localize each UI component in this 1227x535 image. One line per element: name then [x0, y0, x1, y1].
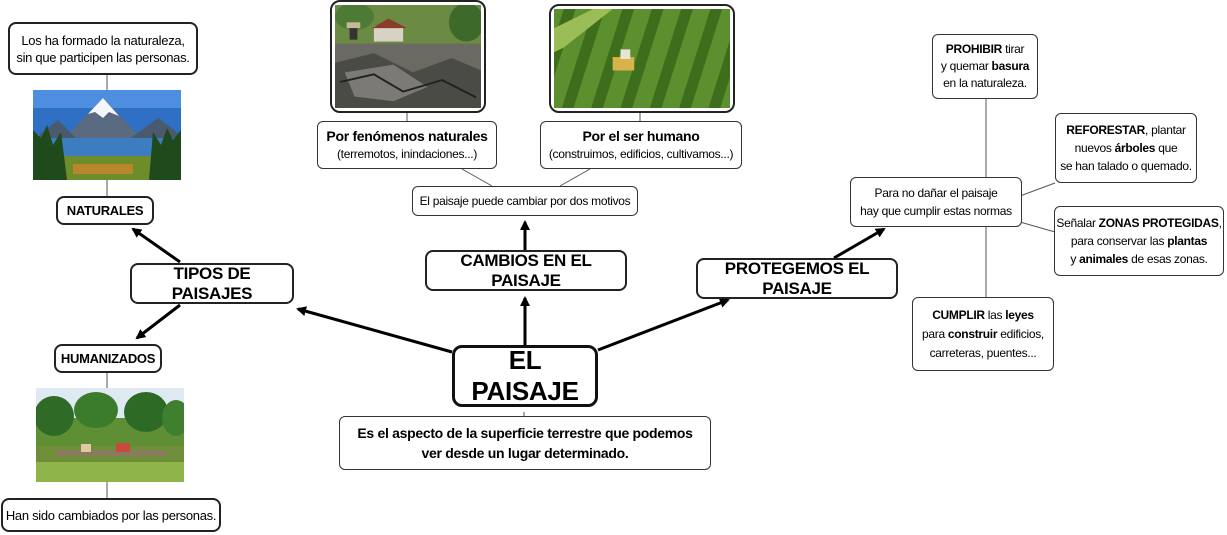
humanizados-label: HUMANIZADOS [54, 344, 162, 373]
paisaje-definition: Es el aspecto de la superficie terrestre… [339, 416, 711, 470]
norma-reforestar: REFORESTAR, plantar nuevos árboles que s… [1055, 113, 1197, 183]
naturales-label: NATURALES [56, 196, 154, 225]
arrow-to-rule [833, 227, 886, 260]
arrow-to-naturales [131, 227, 181, 264]
norma-cumplir-leyes: CUMPLIR las leyes para construir edifici… [912, 297, 1054, 371]
por-fenomenos-naturales: Por fenómenos naturales (terremotos, ini… [317, 121, 497, 169]
normas-rule: Para no dañar el paisaje hay que cumplir… [850, 177, 1022, 227]
por-el-ser-humano: Por el ser humano (construimos, edificio… [540, 121, 742, 169]
natural-landscape-image [33, 90, 181, 180]
el-paisaje-title: EL PAISAJE [452, 345, 598, 407]
naturales-description: Los ha formado la naturaleza, sin que pa… [8, 22, 198, 75]
protegemos-el-paisaje-node: PROTEGEMOS EL PAISAJE [696, 258, 898, 299]
norma-prohibir: PROHIBIR tirar y quemar basura en la nat… [932, 34, 1038, 99]
cambios-en-el-paisaje-node: CAMBIOS EN EL PAISAJE [425, 250, 627, 291]
tipos-de-paisajes-node: TIPOS DE PAISAJES [130, 263, 294, 304]
humanizados-description: Han sido cambiados por las personas. [1, 498, 221, 532]
agriculture-image [549, 4, 735, 113]
norma-zonas-protegidas: Señalar ZONAS PROTEGIDAS, para conservar… [1054, 206, 1224, 276]
arrow-to-tipos [296, 306, 453, 354]
cambios-subtitle: El paisaje puede cambiar por dos motivos [412, 186, 638, 216]
humanized-landscape-image [36, 388, 184, 482]
arrow-to-humanizados [135, 303, 181, 340]
arrow-to-protegemos [597, 298, 730, 352]
earthquake-image [330, 0, 486, 113]
